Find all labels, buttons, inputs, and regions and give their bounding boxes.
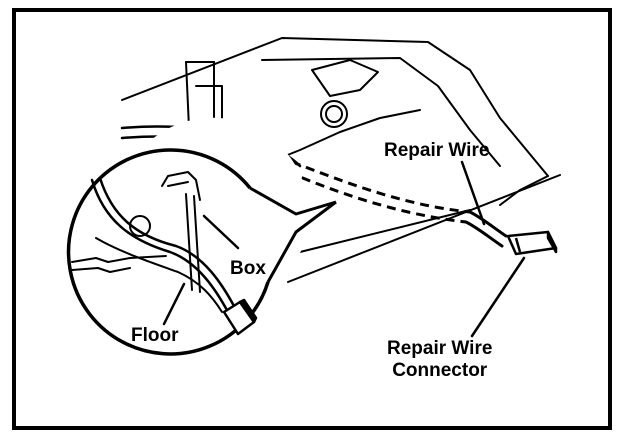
floor-panel-edge-2 — [71, 267, 131, 273]
repair-wire-connector — [506, 230, 558, 256]
repair-wire-dash-b — [287, 170, 467, 224]
floor-panel-edge — [71, 255, 167, 263]
mount-hole-ring — [320, 100, 348, 128]
leader-lines — [162, 160, 526, 338]
leader-box — [202, 214, 240, 250]
inset-connector — [222, 298, 258, 336]
label-repair-wire: Repair Wire — [384, 140, 490, 161]
label-box: Box — [230, 258, 266, 279]
inset-wire-b — [98, 176, 236, 308]
box-panel-right — [193, 195, 201, 293]
connector-end — [546, 230, 558, 254]
box-panel-left — [185, 193, 193, 291]
mount-hole — [325, 105, 343, 123]
panel-inner-edge — [261, 57, 501, 167]
inset-connector-tip — [238, 298, 258, 324]
leader-floor — [162, 282, 186, 326]
inset-contents — [71, 171, 236, 314]
box-bracket-inner — [167, 181, 189, 187]
floor-line — [287, 174, 561, 283]
repair-wire-dash-a — [291, 160, 471, 214]
label-repair-wire-connector-line2: Connector — [392, 360, 488, 381]
panel-upper-edge — [121, 37, 549, 177]
leader-repair-wire — [460, 160, 486, 226]
inset-callout-shape — [120, 117, 309, 297]
repair-wire-dashed — [287, 160, 471, 224]
callout-pointer — [249, 186, 337, 283]
inset-circle-outline — [66, 148, 270, 356]
post-bracket — [195, 85, 223, 121]
repair-wire-solid-b — [464, 220, 504, 248]
leader-connector — [470, 256, 526, 338]
outer-frame — [12, 8, 612, 430]
panel-side — [499, 175, 549, 206]
panel-flange — [311, 59, 379, 97]
repair-wire-solid — [464, 210, 508, 248]
label-floor: Floor — [131, 325, 179, 346]
repair-wire-solid-a — [468, 210, 508, 238]
label-repair-wire-connector: Repair Wire Connector — [387, 338, 492, 382]
floor-line-2 — [299, 209, 471, 253]
connector-band — [514, 237, 522, 253]
box-bracket-top — [161, 171, 201, 201]
inset-wire-c — [95, 237, 223, 313]
detail-inset — [66, 117, 337, 356]
inset-wire-a — [90, 178, 230, 314]
label-repair-wire-connector-line1: Repair Wire — [387, 338, 493, 359]
